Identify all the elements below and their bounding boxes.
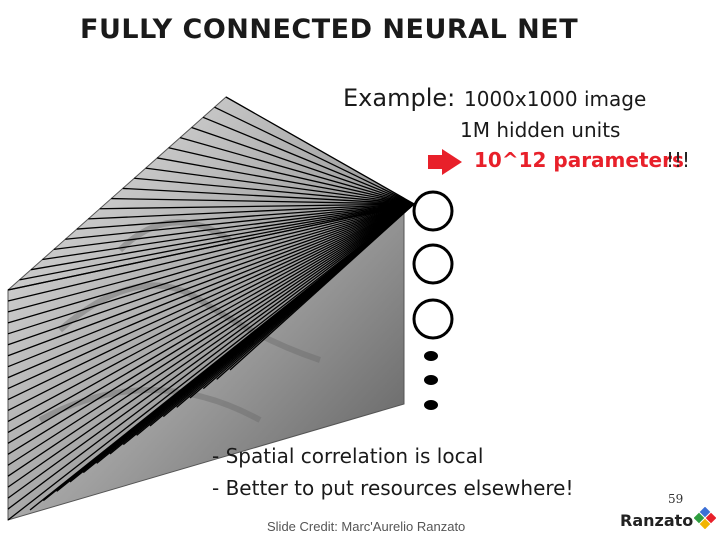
connection-line xyxy=(229,203,415,371)
example-hidden-units: 1M hidden units xyxy=(460,118,621,142)
connection-line xyxy=(7,203,415,324)
connection-line xyxy=(202,116,415,205)
example-image-size: 1000x1000 image xyxy=(464,87,647,111)
connection-line xyxy=(7,203,415,313)
hidden-unit xyxy=(412,190,454,232)
connection-line xyxy=(7,203,415,444)
connection-line xyxy=(145,167,415,205)
connection-line xyxy=(214,106,415,205)
logo-icon xyxy=(694,507,716,529)
connection-line xyxy=(7,203,415,433)
connection-line xyxy=(7,203,415,390)
bullet-resources: - Better to put resources elsewhere! xyxy=(212,476,574,500)
connection-line xyxy=(88,203,415,220)
connection-line xyxy=(42,203,415,261)
connection-line xyxy=(7,203,415,510)
connection-line xyxy=(7,203,415,368)
hidden-unit xyxy=(412,243,454,285)
connection-line xyxy=(111,197,415,205)
connection-line xyxy=(76,203,415,230)
hidden-unit xyxy=(412,298,454,340)
connection-line xyxy=(53,203,415,251)
connection-line xyxy=(7,203,415,499)
connection-line xyxy=(134,177,415,205)
brand-name: Ranzato xyxy=(620,511,694,530)
connection-line xyxy=(7,203,415,521)
connection-line xyxy=(99,203,415,210)
connection-line xyxy=(7,203,415,335)
red-arrow-icon xyxy=(428,149,462,175)
connection-line xyxy=(7,203,415,379)
slide-credit: Slide Credit: Marc'Aurelio Ranzato xyxy=(267,519,466,534)
connection-lines xyxy=(7,96,415,521)
bullet-spatial-correlation: - Spatial correlation is local xyxy=(212,444,484,468)
connection-line xyxy=(191,126,415,205)
connection-line xyxy=(7,203,415,412)
page-number: 59 xyxy=(668,492,684,506)
connection-line xyxy=(19,203,415,281)
connection-line xyxy=(7,203,415,455)
connection-line xyxy=(168,147,415,205)
connection-line xyxy=(7,203,415,401)
connection-line xyxy=(179,137,415,205)
example-exclamation: !!! xyxy=(666,148,691,172)
connection-line xyxy=(7,203,415,423)
connection-line xyxy=(7,203,415,346)
connection-line xyxy=(7,203,415,291)
example-label: Example: xyxy=(343,84,456,112)
connection-line xyxy=(7,203,415,357)
connection-line xyxy=(7,203,415,302)
connection-line xyxy=(65,203,415,240)
example-parameters: 10^12 parameters xyxy=(474,148,684,172)
connection-line xyxy=(30,203,415,271)
connection-line xyxy=(7,203,415,466)
slide-title: FULLY CONNECTED NEURAL NET xyxy=(80,14,579,45)
connection-line xyxy=(7,203,415,477)
connection-line xyxy=(157,157,415,205)
ellipsis-dots xyxy=(424,351,438,410)
connection-line xyxy=(122,187,415,205)
connection-line xyxy=(7,203,415,488)
connection-line xyxy=(225,96,415,205)
